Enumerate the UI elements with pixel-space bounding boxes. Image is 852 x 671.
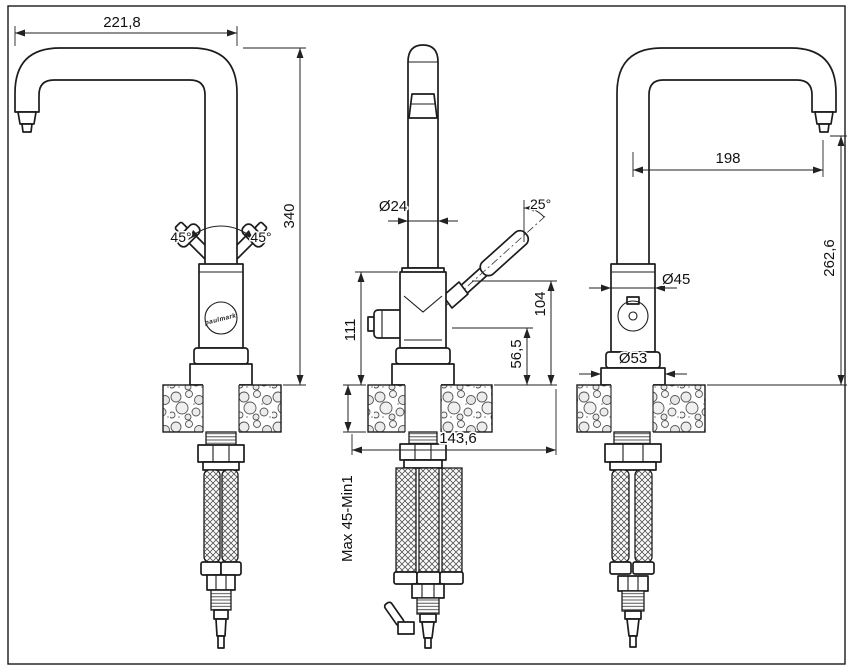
- front-base-collar: [395, 347, 451, 365]
- right-base: [600, 367, 666, 386]
- dim-label-handle-angle-right: 45°: [250, 229, 271, 245]
- front-body: [399, 271, 447, 349]
- dim-label-spout-diameter: Ø24: [379, 198, 407, 215]
- dim-label-body-height: 111: [342, 319, 359, 342]
- front-supply-hose: [395, 467, 417, 573]
- right-knob: [617, 300, 649, 332]
- left-view: paulmark 22: [14, 12, 306, 649]
- right-supply-hose: [611, 469, 630, 563]
- right-aerator-tip: [818, 123, 830, 133]
- brand-logo-badge: [204, 301, 238, 335]
- right-view: 198 262,6 Ø45 Ø53: [576, 47, 847, 648]
- dim-label-reach: 198: [715, 150, 740, 167]
- left-base: [189, 363, 253, 386]
- front-view: 25°: [337, 44, 557, 649]
- right-spout: [616, 47, 837, 266]
- dim-label-mount-thickness: Max 45-Min1: [339, 475, 356, 562]
- dim-label-handle-angle: 25°: [530, 196, 551, 212]
- front-supply-hose: [418, 467, 440, 573]
- dim-label-depth: 143,6: [439, 430, 477, 447]
- front-riser: [407, 44, 439, 269]
- right-body: [610, 263, 656, 353]
- dim-label-base-diameter: Ø53: [619, 350, 647, 367]
- front-spout-nozzle: [408, 93, 438, 119]
- left-base-collar: [193, 347, 249, 365]
- dim-label-outlet-height: 56,5: [508, 339, 525, 368]
- left-aerator-tip: [21, 123, 33, 133]
- dim-label-body-diameter: Ø45: [662, 271, 690, 288]
- front-handle-boss: [442, 281, 469, 309]
- right-mounting-hardware: [604, 431, 662, 648]
- front-mounting-hardware: [383, 431, 464, 649]
- dim-label-total-height: 340: [281, 203, 298, 228]
- front-supply-hose: [441, 467, 463, 573]
- left-supply-hose: [221, 469, 239, 563]
- left-spout: [14, 47, 238, 266]
- right-aerator: [814, 111, 834, 125]
- front-base: [391, 363, 455, 386]
- right-supply-hose: [634, 469, 653, 563]
- left-mounting-hardware: [197, 431, 245, 649]
- dim-label-spout-width: 221,8: [103, 14, 141, 31]
- left-supply-hose: [203, 469, 221, 563]
- left-aerator: [17, 111, 37, 125]
- left-body: [198, 263, 244, 349]
- dim-label-handle-angle-left: 45°: [170, 229, 191, 245]
- dim-label-handle-height: 104: [532, 291, 549, 316]
- dim-label-spout-height: 262,6: [821, 239, 838, 277]
